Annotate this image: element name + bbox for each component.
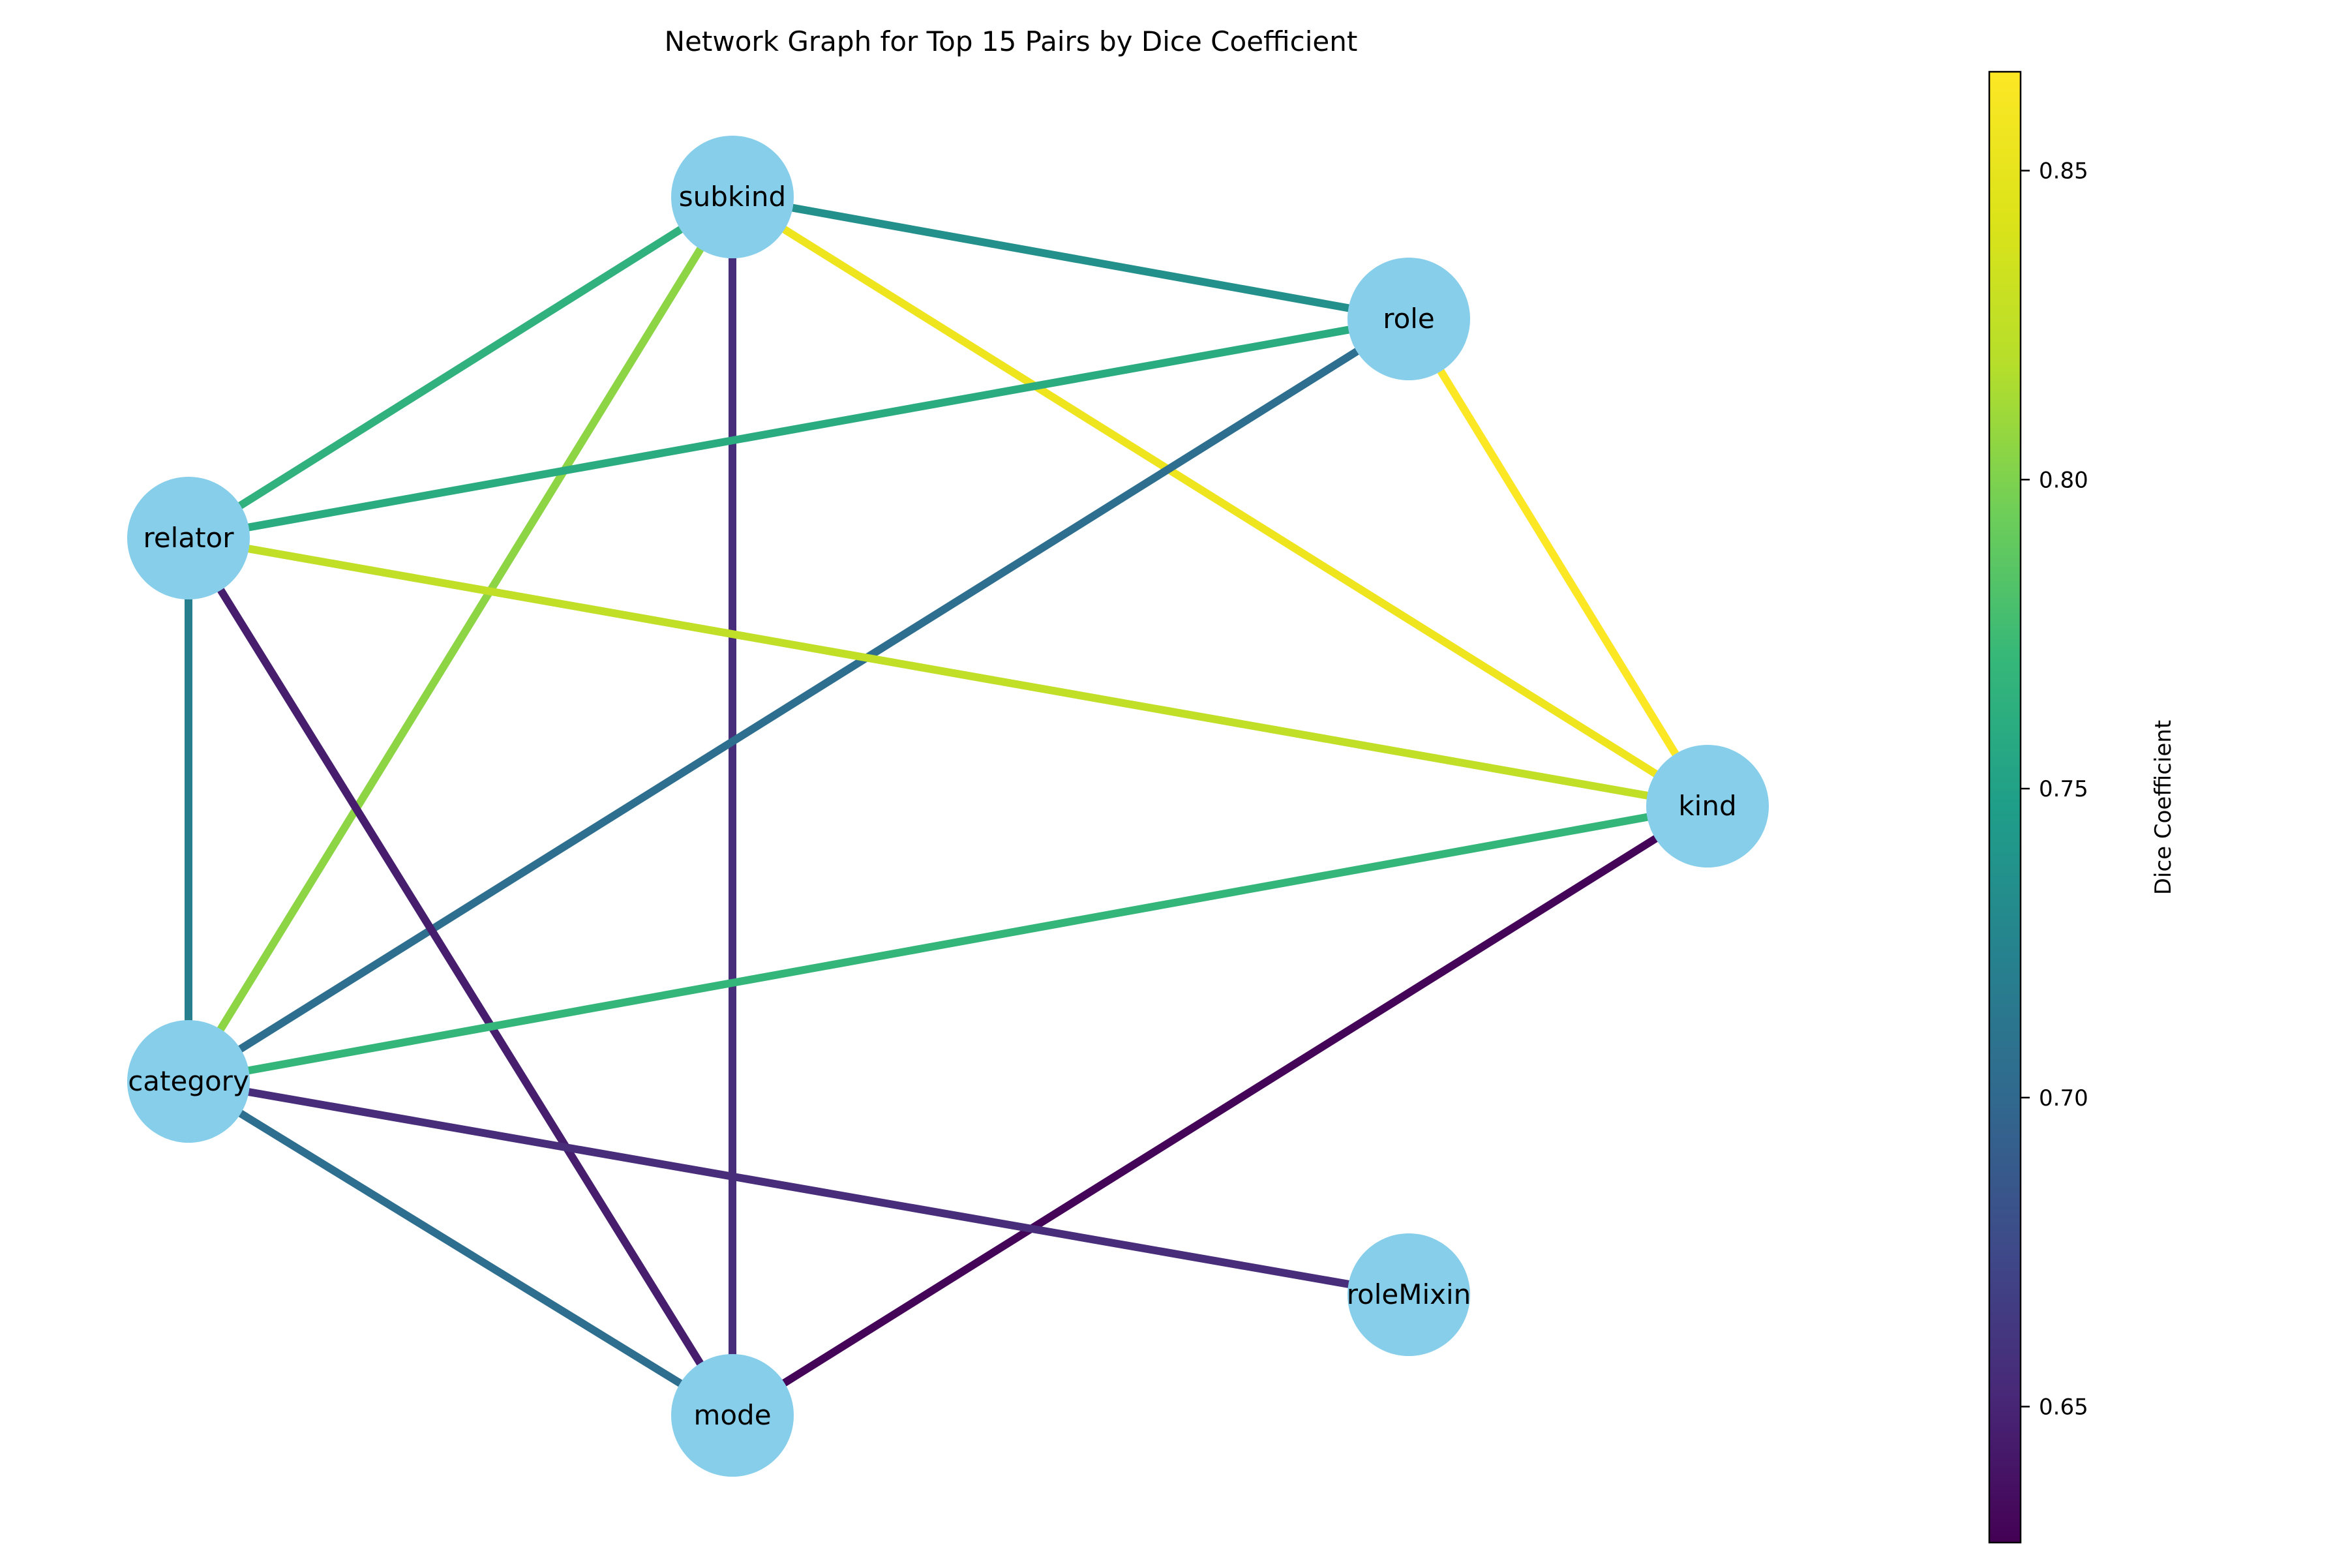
node-label-relator: relator (143, 522, 234, 554)
edge-category-mode (186, 1078, 735, 1419)
node-roleMixin: roleMixin (1347, 1233, 1471, 1356)
edge-role-relator (187, 315, 1410, 542)
edge-relator-mode (185, 535, 736, 1418)
node-circle-roleMixin (1347, 1233, 1470, 1356)
node-label-kind: kind (1678, 790, 1736, 822)
node-label-mode: mode (693, 1399, 771, 1431)
edge-category-roleMixin (187, 1078, 1410, 1299)
node-label-subkind: subkind (679, 181, 786, 213)
colorbar-label: Dice Coefficient (2150, 720, 2176, 895)
colorbar-tick-label-0.80: 0.80 (2039, 467, 2088, 493)
node-subkind: subkind (671, 136, 794, 258)
node-label-role: role (1383, 303, 1435, 335)
edge-subkind-kind (730, 193, 1710, 810)
node-circle-subkind (671, 136, 794, 258)
edge-kind-category (187, 802, 1709, 1085)
edge-role-category (186, 315, 1411, 1085)
colorbar-tick-label-0.85: 0.85 (2039, 158, 2088, 185)
node-role: role (1347, 258, 1470, 380)
node-circle-kind (1646, 745, 1769, 867)
node-category: category (127, 1020, 250, 1143)
colorbar: 0.65 0.70 0.75 0.80 0.85 Dice Coefficient (1988, 70, 2176, 1544)
colorbar-tick-label-0.65: 0.65 (2039, 1395, 2088, 1421)
colorbar-tick-label-0.75: 0.75 (2039, 776, 2088, 802)
edge-subkind-relator (186, 193, 735, 542)
colorbar-gradient (1988, 70, 2022, 1544)
edge-role-kind (1405, 316, 1711, 809)
node-circle-mode (671, 1354, 794, 1477)
chart-title: Network Graph for Top 15 Pairs by Dice C… (665, 25, 1358, 57)
edge-subkind-category (185, 194, 736, 1084)
colorbar-ticks: 0.65 0.70 0.75 0.80 0.85 (2021, 158, 2088, 1421)
node-kind: kind (1646, 745, 1769, 867)
edge-relator-kind (187, 534, 1709, 810)
node-circle-role (1347, 258, 1470, 380)
node-relator: relator (127, 477, 250, 599)
node-label-roleMixin: roleMixin (1347, 1278, 1471, 1310)
node-circle-relator (127, 477, 250, 599)
edges (185, 193, 1711, 1419)
colorbar-tick-label-0.70: 0.70 (2039, 1085, 2088, 1111)
edge-subkind-role (731, 193, 1410, 323)
node-mode: mode (671, 1354, 794, 1477)
node-circle-category (127, 1020, 250, 1143)
edge-kind-mode (730, 802, 1710, 1419)
node-label-category: category (128, 1065, 249, 1097)
nodes: subkind role relator kind category roleMixin m… (127, 136, 1769, 1477)
